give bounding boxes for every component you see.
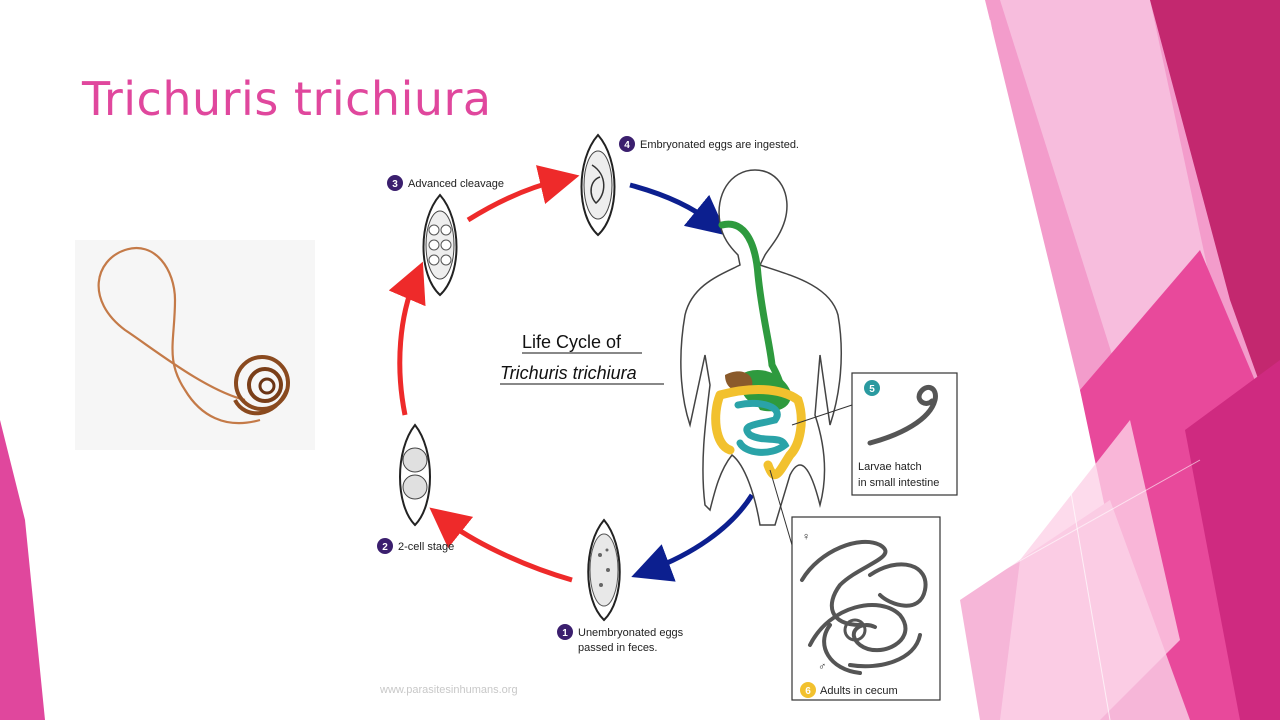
watermark: www.parasitesinhumans.org <box>379 684 518 696</box>
svg-text:Embryonated eggs are ingested.: Embryonated eggs are ingested. <box>640 139 799 151</box>
svg-text:4: 4 <box>624 140 630 151</box>
inset-adults: ♀ ♂ 6 Adults in cecum <box>769 469 941 701</box>
svg-text:Advanced cleavage: Advanced cleavage <box>408 178 504 190</box>
arrow-4-to-host <box>629 182 728 236</box>
female-symbol: ♀ <box>802 531 810 543</box>
step-2-label: 2 2-cell stage <box>377 538 454 554</box>
diagram-title-line2: Trichuris trichiura <box>500 363 637 383</box>
diagram-title-line1: Life Cycle of <box>522 332 622 352</box>
svg-text:Unembryonated eggs: Unembryonated eggs <box>578 627 684 639</box>
egg-stage-4 <box>580 133 616 237</box>
svg-text:Larvae hatch: Larvae hatch <box>858 461 922 473</box>
step-3-label: 3 Advanced cleavage <box>387 175 504 191</box>
svg-text:Adults in cecum: Adults in cecum <box>820 685 898 697</box>
svg-text:in small intestine: in small intestine <box>858 477 939 489</box>
step-4-label: 4 Embryonated eggs are ingested. <box>619 136 799 152</box>
svg-text:2: 2 <box>382 542 388 553</box>
arrow-2-to-3 <box>388 261 426 416</box>
arrow-1-to-2 <box>429 507 573 583</box>
svg-text:1: 1 <box>562 628 568 639</box>
svg-text:3: 3 <box>392 179 398 190</box>
svg-text:passed in feces.: passed in feces. <box>578 642 658 654</box>
arrow-host-to-1 <box>631 493 755 582</box>
svg-text:2-cell stage: 2-cell stage <box>398 541 454 553</box>
svg-text:5: 5 <box>869 384 875 395</box>
step-1-label: 1 Unembryonated eggs passed in feces. <box>557 624 684 654</box>
inset-larvae: 5 Larvae hatch in small intestine <box>791 372 958 496</box>
whipworm-photo <box>75 240 315 450</box>
svg-text:6: 6 <box>805 686 811 697</box>
life-cycle-diagram: 1 Unembryonated eggs passed in feces. 2 … <box>377 133 958 701</box>
slide-title: Trichuris trichiura <box>82 72 492 126</box>
arrow-3-to-4 <box>466 165 580 223</box>
egg-stage-3 <box>422 193 458 297</box>
human-figure <box>680 169 842 526</box>
male-symbol: ♂ <box>818 661 826 673</box>
egg-stage-2 <box>399 423 431 527</box>
egg-stage-1 <box>587 518 621 622</box>
